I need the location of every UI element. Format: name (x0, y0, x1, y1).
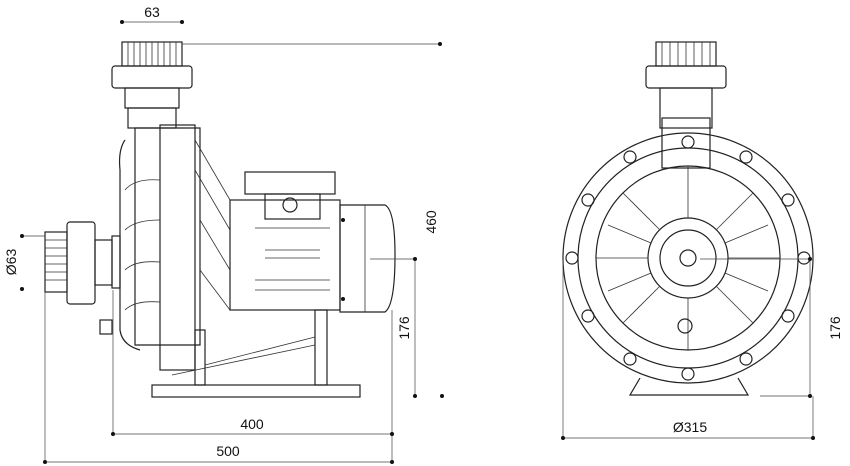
side-view (44, 41, 396, 398)
dim-176-front-label: 176 (827, 316, 843, 340)
outlet-union (111, 41, 193, 129)
dim-inlet-diameter-label: Ø63 (3, 249, 19, 276)
front-dimensions: 176 Ø315 (561, 257, 843, 440)
dim-400-label: 400 (240, 416, 264, 432)
dim-500-label: 500 (216, 443, 240, 459)
inlet-union (44, 221, 121, 305)
front-outlet-union (645, 41, 727, 129)
base (151, 309, 361, 398)
bolt-holes (565, 135, 811, 381)
dim-176-side-label: 176 (396, 316, 412, 340)
front-view (562, 41, 814, 396)
impeller-spokes (596, 166, 780, 350)
side-dimensions: 63 460 Ø63 176 400 500 (3, 4, 444, 464)
dim-460-label: 460 (423, 210, 439, 234)
dim-63-label: 63 (144, 4, 160, 20)
dim-315-diameter-label: Ø315 (673, 419, 707, 435)
motor (229, 171, 396, 313)
